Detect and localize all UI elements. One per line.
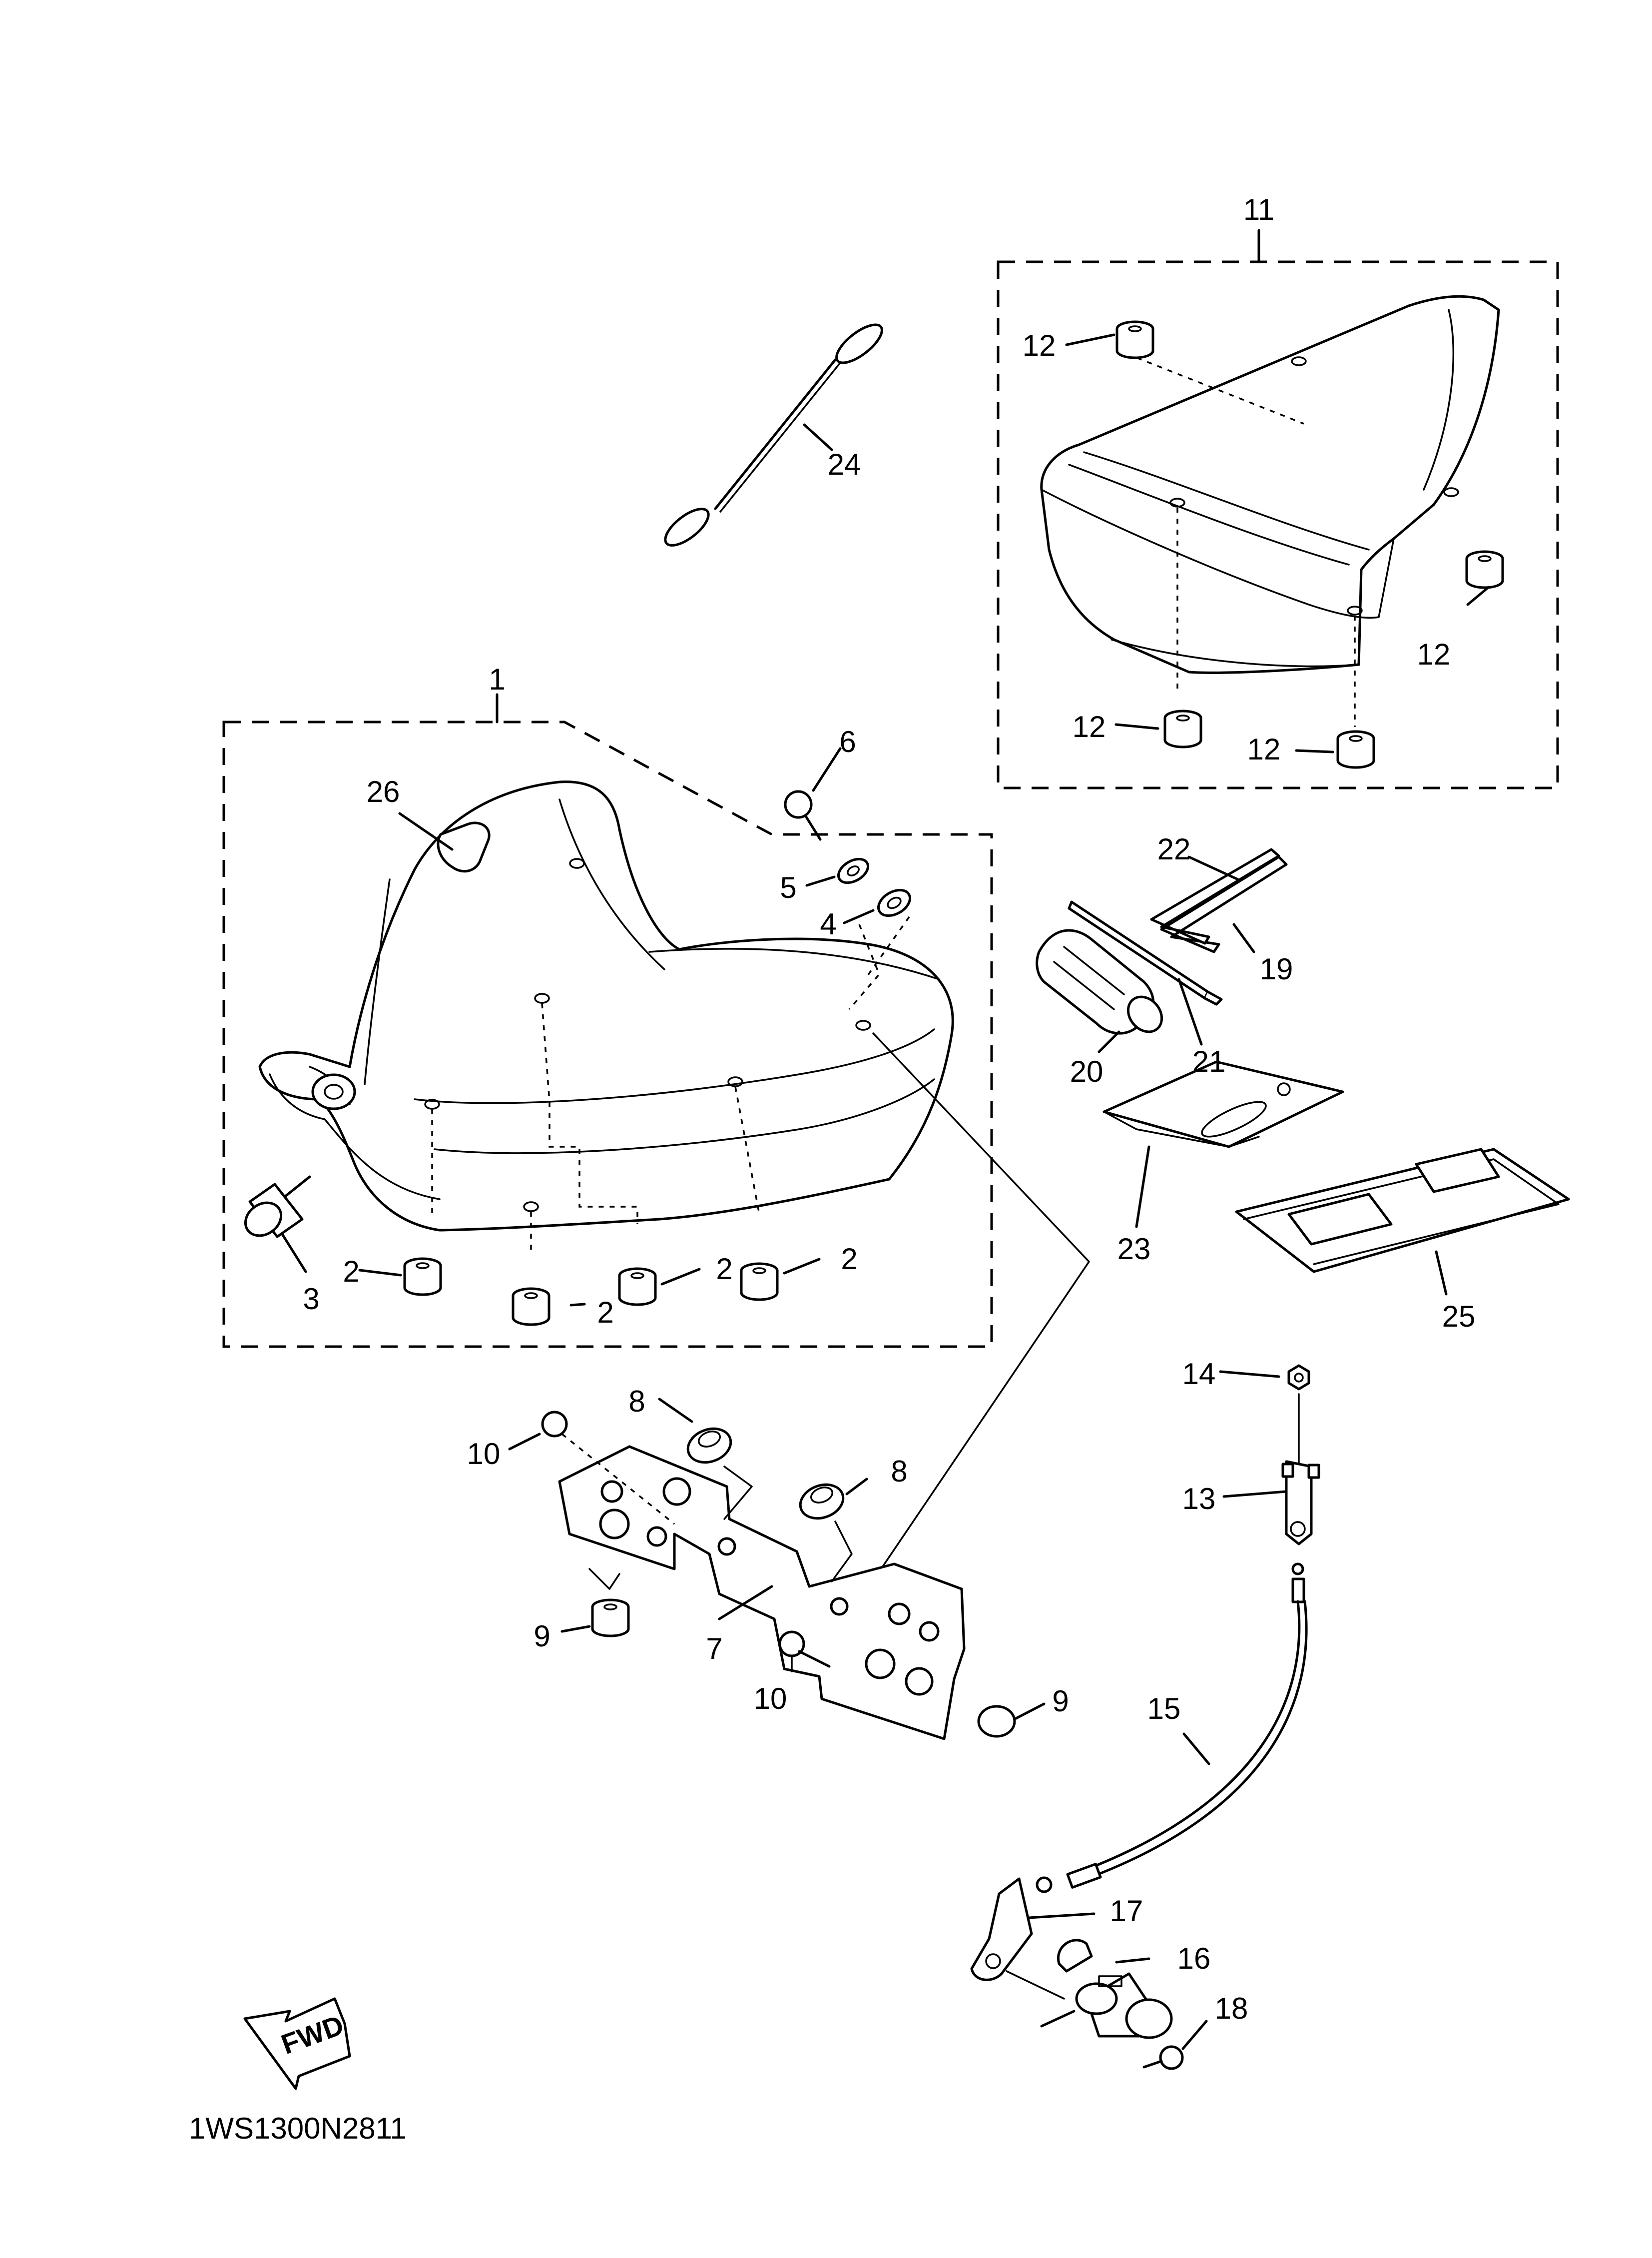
callout-1: 1: [489, 663, 505, 696]
collar-4: [843, 888, 911, 924]
rear-seat-damper-12a: [1117, 322, 1153, 358]
seat-bumper-3: [244, 1175, 311, 1273]
plate-17: [970, 1877, 1096, 1981]
bolt-6: [784, 747, 842, 841]
rubber-9b: [977, 1702, 1046, 1738]
bolt-10b: [778, 1630, 831, 1672]
callout-20: 20: [1070, 1055, 1103, 1088]
bolt-10a: [508, 1411, 675, 1525]
front-seat-assembly: [222, 693, 1090, 1587]
callout-6: 6: [839, 725, 856, 758]
rubber-9a: [560, 1568, 628, 1636]
cable-15: [1036, 1562, 1308, 1893]
handle-20: [1036, 929, 1163, 1053]
callout-14: 14: [1182, 1357, 1216, 1391]
front-seat-damper-2c: [619, 1269, 655, 1305]
seat-lock-assembly: [970, 1364, 1320, 2070]
front-seat-damper-2a: [405, 1259, 441, 1295]
rear-seat-damper-12c: [1165, 711, 1201, 747]
callout-3: 3: [303, 1282, 319, 1316]
callout-labels: 1 2 2 2 2 3 4 5 6 7 8 8 9 9 10 10 11 12 …: [303, 193, 1475, 2025]
callout-22: 22: [1157, 832, 1191, 866]
callout-5: 5: [780, 871, 796, 904]
callout-8: 8: [891, 1455, 907, 1488]
callout-19: 19: [1260, 952, 1293, 986]
callout-12: 12: [1417, 638, 1451, 671]
rubber-8a: [658, 1398, 753, 1520]
callout-2: 2: [343, 1255, 359, 1288]
forward-arrow-icon: FWD: [243, 1997, 351, 2090]
callout-12: 12: [1023, 329, 1056, 362]
callout-2: 2: [841, 1242, 857, 1276]
hex-wrench-22: [1150, 848, 1288, 953]
tool-kit: [1036, 848, 1570, 1296]
callout-11: 11: [1243, 193, 1274, 226]
front-seat-damper-2b: [513, 1289, 549, 1325]
callout-10: 10: [467, 1437, 501, 1471]
callout-21: 21: [1192, 1045, 1226, 1078]
callout-7: 7: [706, 1632, 722, 1665]
callout-16: 16: [1177, 1942, 1211, 1975]
rear-seat-damper-12b: [1467, 552, 1503, 588]
callout-15: 15: [1147, 1692, 1181, 1725]
callout-2: 2: [716, 1252, 732, 1286]
screw-18: [1142, 2020, 1208, 2070]
rubber-8b: [799, 1478, 868, 1582]
lock-cylinder-16: [1006, 1939, 1173, 2039]
callout-25: 25: [1442, 1300, 1476, 1333]
callout-26: 26: [367, 775, 400, 808]
callout-23: 23: [1117, 1232, 1151, 1266]
diagram-code: 1WS1300N2811: [189, 2112, 407, 2145]
callout-24: 24: [828, 448, 861, 481]
seat-wire-24: [664, 323, 883, 547]
owners-manual-25: [1235, 1148, 1570, 1296]
callout-4: 4: [820, 907, 836, 941]
nut-14: [1219, 1364, 1310, 1465]
callout-17: 17: [1110, 1894, 1143, 1928]
callout-12: 12: [1247, 733, 1281, 766]
seat-bracket-assembly: [508, 1398, 1046, 1740]
grommet-5: [805, 857, 869, 887]
callout-9: 9: [534, 1619, 550, 1653]
bracket-13: [1222, 1460, 1320, 1545]
tool-bag-23: [1102, 1060, 1344, 1228]
callout-13: 13: [1182, 1482, 1216, 1515]
rear-seat-damper-12d: [1338, 732, 1374, 767]
callout-18: 18: [1215, 1992, 1248, 2025]
front-seat-damper-2d: [741, 1264, 777, 1300]
screwdriver-21: [1068, 900, 1223, 1046]
callout-12: 12: [1073, 710, 1106, 744]
callout-9: 9: [1052, 1684, 1069, 1718]
callout-10: 10: [754, 1682, 787, 1715]
rear-seat-assembly: [997, 229, 1559, 789]
callout-2: 2: [597, 1296, 613, 1329]
callout-8: 8: [628, 1385, 645, 1418]
